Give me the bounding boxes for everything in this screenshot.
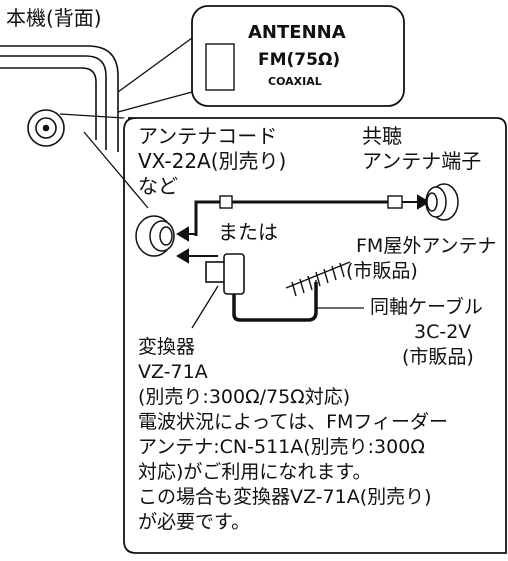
shared-terminal-label: アンテナ端子 (362, 149, 482, 173)
mataha-label: または (218, 220, 278, 244)
note-line-6: が必要です。 (138, 511, 251, 533)
note-line-5: この場合も変換器VZ-71A(別売り) (138, 486, 432, 508)
shared-antenna-terminal (425, 183, 459, 221)
detail-antenna-socket (135, 215, 175, 257)
detail-frame (123, 117, 507, 554)
coax-sold-label: (市販品) (402, 346, 474, 368)
fm-outdoor-antenna-label: FM屋外アンテナ (356, 235, 497, 257)
antenna-cord-label: アンテナコード (138, 124, 278, 148)
device-rear-label: 本機(背面) (6, 6, 102, 30)
note-line-4: 対応)がご利用になれます。 (138, 461, 372, 483)
antenna-cord-model: VX-22A(別売り) (138, 149, 287, 173)
note-line-2: 電波状況によっては、FMフィーダー (138, 411, 449, 433)
converter-body (205, 253, 245, 295)
device-rear-outline (0, 45, 119, 152)
panel-coaxial-label: COAXIAL (268, 75, 322, 88)
converter-model-label: VZ-71A (138, 361, 208, 383)
converter-leader (191, 285, 219, 329)
coax-spec-label: 3C-2V (414, 321, 472, 343)
panel-title: ANTENNA (248, 22, 346, 43)
coax-cable (232, 282, 318, 322)
converter-label: 変換器 (138, 336, 196, 358)
antenna-cord-nado: など (138, 174, 178, 198)
fm-antenna-sold-label: (市販品) (346, 260, 418, 282)
device-antenna-socket (27, 109, 65, 147)
zoom-callout-lines (59, 37, 193, 209)
panel-fm-label: FM(75Ω) (258, 50, 341, 70)
fm-outdoor-antenna (285, 261, 351, 300)
note-line-3: アンテナ:CN-511A(別売り:300Ω (138, 436, 425, 458)
antenna-cord-cable (194, 195, 403, 236)
note-line-1: (別売り:300Ω/75Ω対応) (138, 386, 351, 408)
socket-arrows (176, 226, 218, 264)
coax-cable-label: 同軸ケーブル (370, 296, 483, 318)
antenna-panel-box (191, 5, 405, 107)
shared-label: 共聴 (362, 124, 402, 148)
antenna-panel-window (205, 43, 235, 91)
shared-terminal-arrow (402, 194, 430, 210)
